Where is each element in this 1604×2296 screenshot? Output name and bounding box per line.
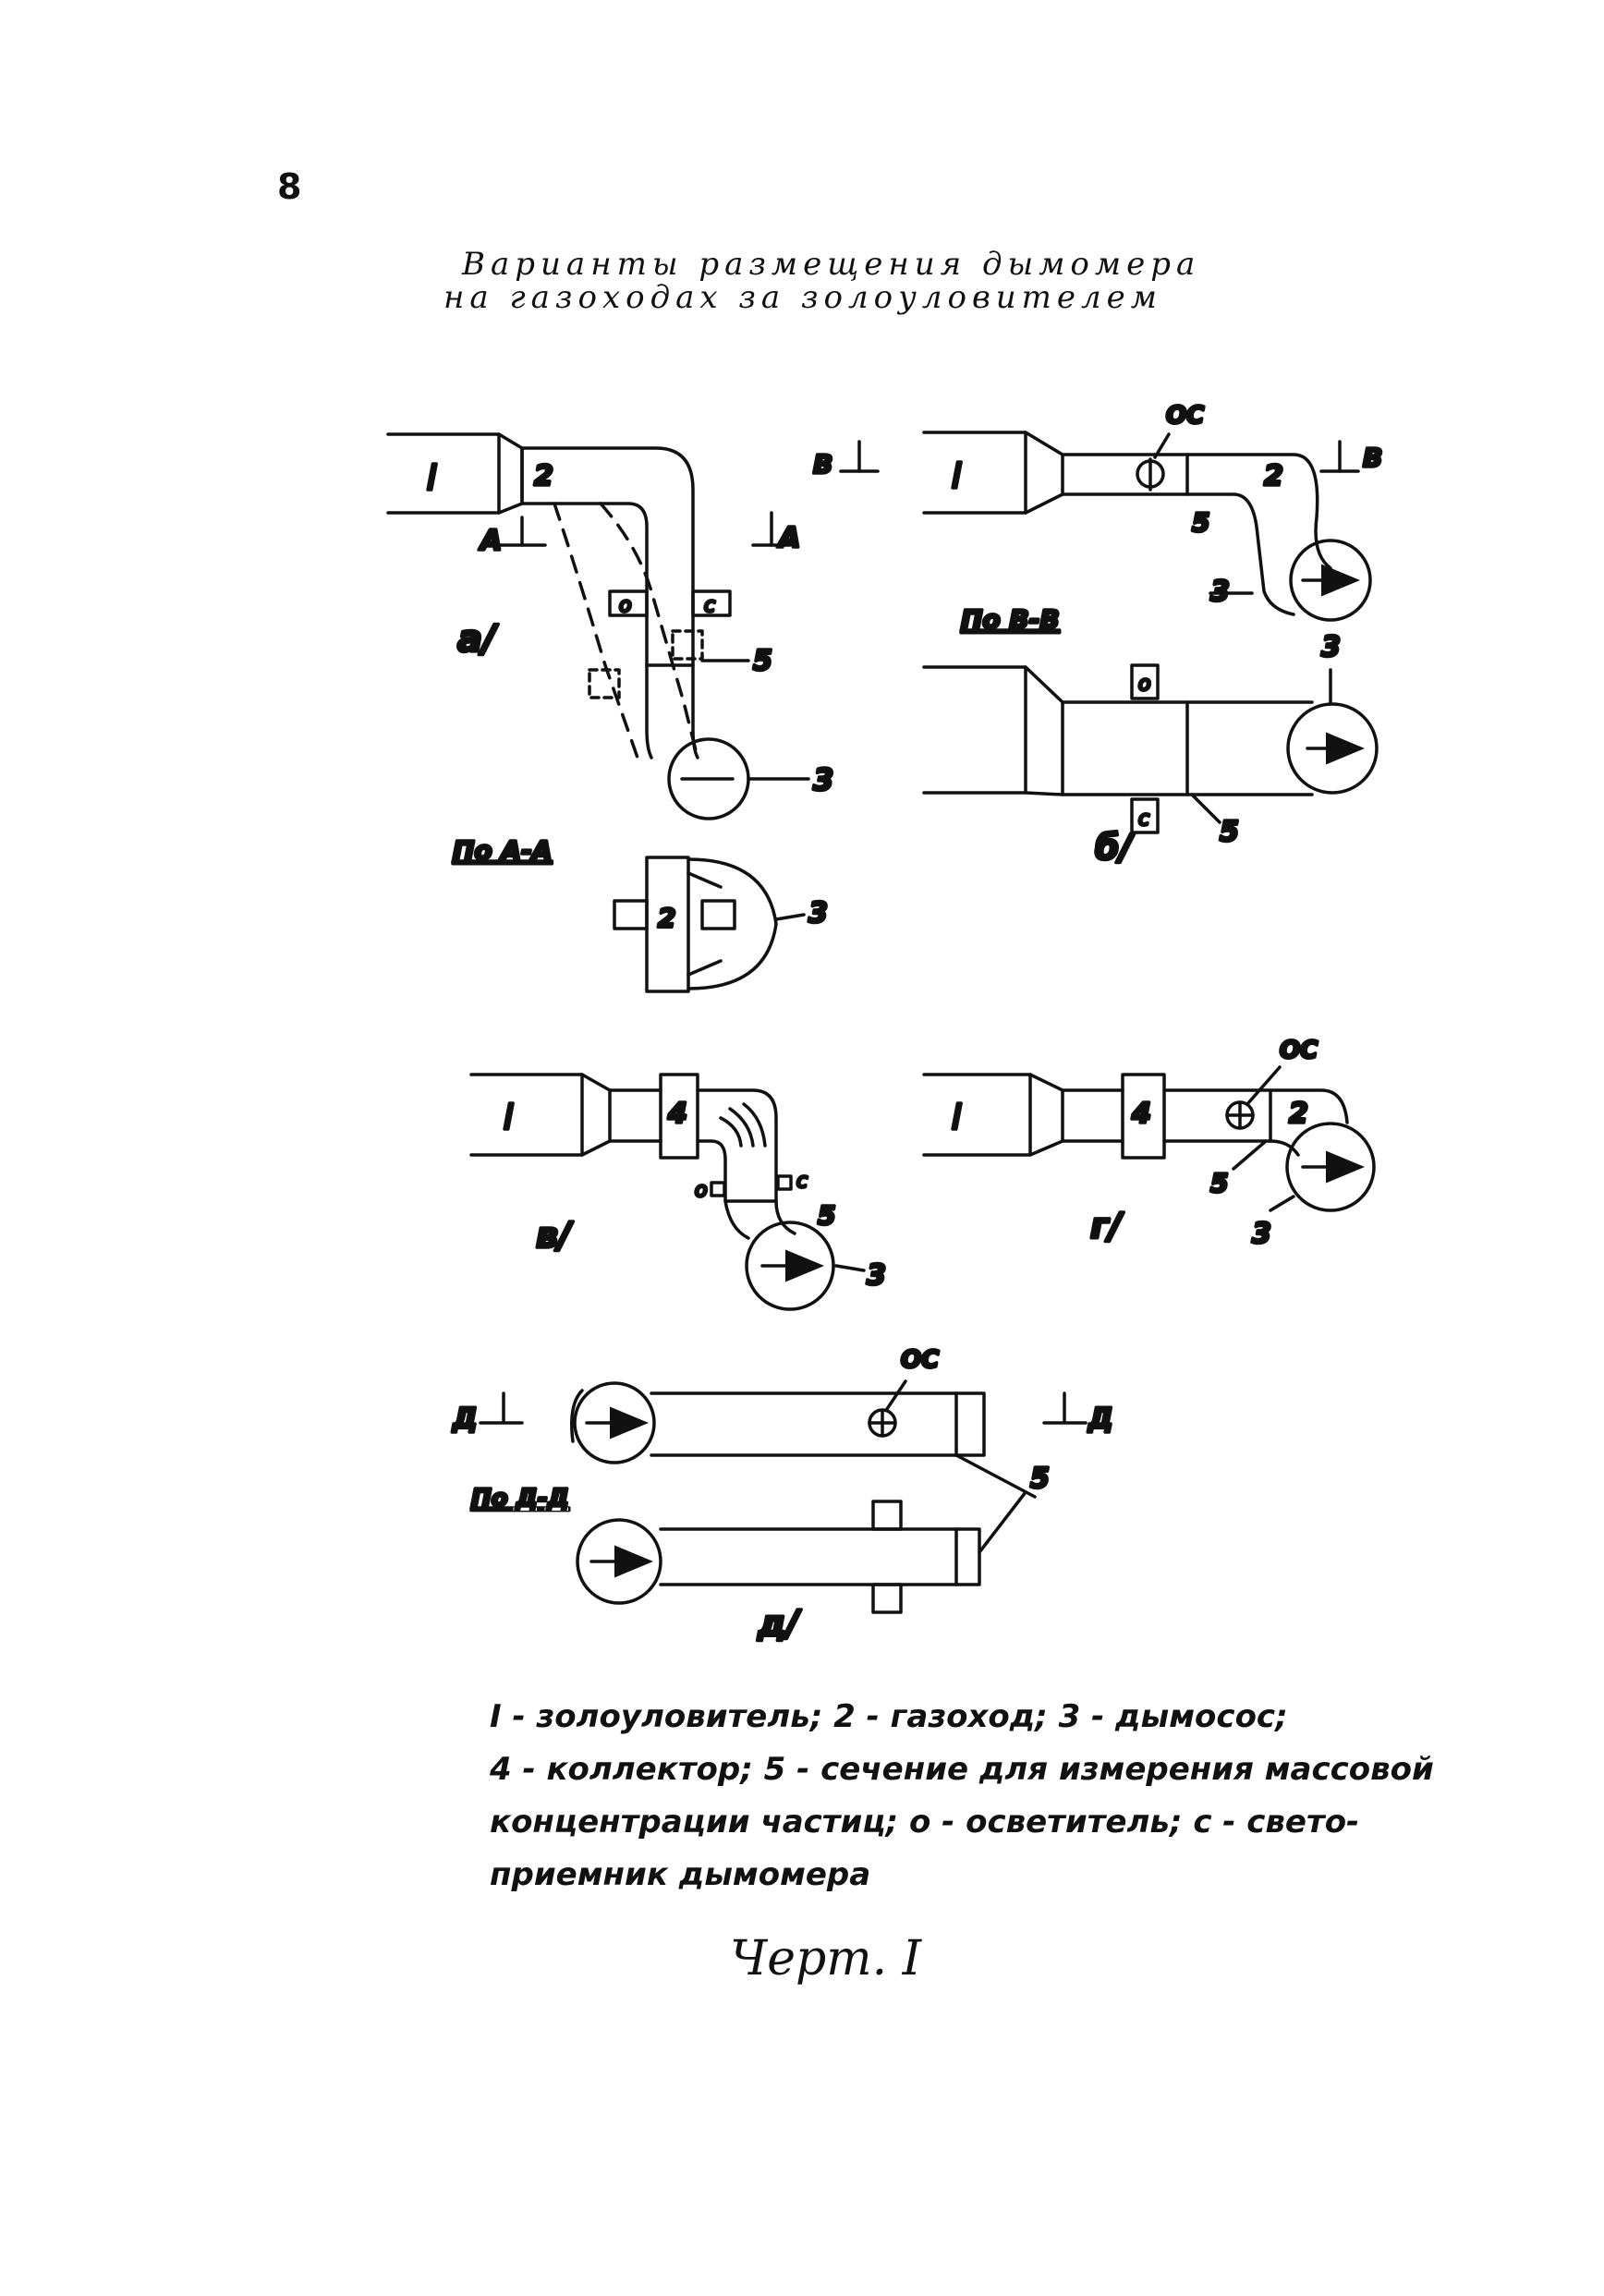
a-label-2: 2 xyxy=(534,460,553,492)
d-section-mark-right: Д xyxy=(1088,1403,1113,1435)
dashed-alt-duct xyxy=(553,502,699,759)
g-label-I: I xyxy=(952,1097,962,1137)
transition-a xyxy=(497,432,524,515)
view-b-label-c: с xyxy=(1138,808,1149,831)
variant-a-drawing xyxy=(386,432,810,820)
b-section-mark-right: В xyxy=(1363,443,1382,473)
view-b-label-3: 3 xyxy=(1321,631,1341,663)
legend-line-3: концентрации частиц; о - осветитель; с -… xyxy=(490,1804,1360,1840)
g-label-2: 2 xyxy=(1289,1098,1308,1130)
view-b-b-drawing xyxy=(922,663,1379,834)
smoke-exhauster-d-view xyxy=(576,1518,662,1605)
view-b-label-o: о xyxy=(1138,673,1150,696)
g-label-oc: ОС xyxy=(1280,1037,1318,1064)
collector-v xyxy=(659,1073,699,1160)
variant-v-label: в/ xyxy=(536,1215,574,1256)
view-b-label-5: 5 xyxy=(1220,816,1239,848)
variant-d-label: д/ xyxy=(757,1603,802,1644)
smoke-exhauster-g xyxy=(1285,1122,1376,1212)
view-a-a-label-3: 3 xyxy=(808,897,828,929)
light-receiver-a xyxy=(691,589,732,617)
ash-collector-a xyxy=(386,432,501,515)
variant-a-label: а/ xyxy=(457,618,499,661)
figure-caption: Черт. I xyxy=(730,1931,922,1986)
g-label-3: 3 xyxy=(1252,1218,1271,1250)
d-label-oc: ОС xyxy=(901,1346,939,1374)
page-number: 8 xyxy=(277,166,302,207)
v-label-3: 3 xyxy=(867,1259,886,1292)
b-section-mark-left: В xyxy=(813,449,832,480)
variant-g-drawing xyxy=(922,1065,1376,1212)
a-label-I: I xyxy=(427,457,437,498)
b-label-5: 5 xyxy=(1192,507,1209,538)
legend: I - золоуловитель; 2 - газоход; 3 - дымо… xyxy=(490,1691,1434,1901)
illuminator-a-alt xyxy=(588,668,621,699)
view-a-a-label-2: 2 xyxy=(658,903,675,933)
legend-line-4: приемник дымомера xyxy=(490,1856,871,1893)
variant-v-drawing xyxy=(469,1073,866,1311)
illuminator-a xyxy=(608,589,649,617)
g-label-5: 5 xyxy=(1210,1168,1228,1198)
title-line-1: Варианты размещения дымомера xyxy=(462,246,1201,283)
v-label-4: 4 xyxy=(667,1098,687,1130)
g-label-4: 4 xyxy=(1131,1098,1151,1130)
a-label-3: 3 xyxy=(813,762,833,797)
variant-b-drawing xyxy=(839,431,1372,622)
view-a-a-label: По А-А xyxy=(453,835,552,866)
smoke-exhauster-b-view xyxy=(1286,702,1379,795)
diagram-title: Варианты размещения дымомера на газохода… xyxy=(444,246,1201,314)
title-line-2: на газоходах за золоуловителем xyxy=(444,279,1162,316)
legend-line-2: 4 - коллектор; 5 - сечение для измерения… xyxy=(490,1751,1434,1788)
b-label-2: 2 xyxy=(1264,460,1283,492)
v-label-I: I xyxy=(504,1097,514,1137)
view-a-a-drawing xyxy=(613,856,806,993)
light-receiver-a-alt xyxy=(671,629,704,661)
a-label-5: 5 xyxy=(753,645,772,677)
legend-line-1: I - золоуловитель; 2 - газоход; 3 - дымо… xyxy=(490,1698,1288,1735)
illuminator-b xyxy=(1130,663,1160,700)
ash-collector-b xyxy=(922,431,1027,515)
v-label-5: 5 xyxy=(818,1200,835,1231)
a-section-mark-right: А xyxy=(777,522,800,554)
duct-b xyxy=(1061,453,1332,616)
v-label-o: о xyxy=(695,1179,707,1202)
view-d-d-label: По Д-Д xyxy=(471,1485,569,1512)
a-section-mark-left: А xyxy=(479,525,502,557)
d-section-mark-left: Д xyxy=(452,1403,478,1435)
smoke-exhauster-b xyxy=(1289,539,1372,622)
b-label-3: 3 xyxy=(1210,576,1230,608)
duct-g xyxy=(1162,1088,1349,1157)
view-b-b-label: По В-В xyxy=(961,604,1060,635)
light-receiver-b xyxy=(1130,797,1160,834)
light-receiver-d xyxy=(871,1583,903,1614)
a-label-o: о xyxy=(619,594,631,617)
d-label-5: 5 xyxy=(1030,1463,1050,1495)
duct-v xyxy=(696,1088,796,1240)
smoke-exhauster-v xyxy=(745,1221,835,1311)
v-label-c: с xyxy=(796,1170,808,1193)
a-label-c: с xyxy=(704,594,715,617)
variant-d-drawing xyxy=(479,1379,1088,1614)
variant-b-label: б/ xyxy=(1095,827,1136,868)
variant-g-label: г/ xyxy=(1090,1206,1124,1246)
illuminator-d xyxy=(871,1500,903,1531)
b-label-oc: ОС xyxy=(1166,402,1204,430)
smoke-exhauster-d-top xyxy=(573,1381,656,1464)
collector-g xyxy=(1121,1073,1166,1160)
b-label-I: I xyxy=(952,456,962,496)
